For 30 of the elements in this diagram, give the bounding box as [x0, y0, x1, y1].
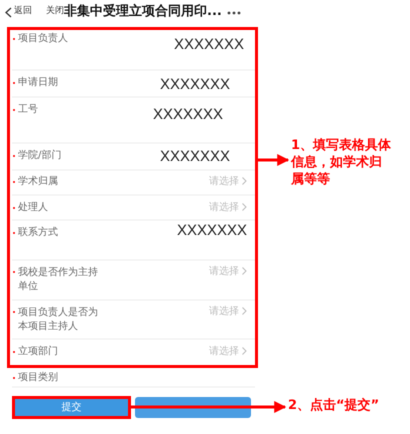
- field-value: XXXXXXX: [160, 76, 230, 95]
- field-value: XXXXXXX: [174, 36, 244, 55]
- field-label: 学术归属: [13, 176, 58, 188]
- field-label: 项目类别: [13, 372, 58, 384]
- field-label: 项目负责人: [13, 33, 68, 46]
- highlight-frame: [7, 27, 258, 368]
- annotation-text: 1、填写表格具体信息，如学术归属等等: [291, 138, 393, 186]
- field-label: 立项部门: [13, 346, 58, 358]
- select-field: 请选择: [209, 202, 247, 214]
- select-field: 请选择: [209, 306, 247, 318]
- field-value: XXXXXXX: [160, 148, 230, 167]
- field-label: 我校是否作为主持单位: [13, 266, 106, 293]
- select-field: 请选择: [209, 346, 247, 358]
- select-field: 请选择: [209, 266, 247, 278]
- field-label: 联系方式: [13, 227, 58, 240]
- field-label: 学院/部门: [13, 150, 62, 162]
- page-title: 非集中受理立项合同用印...: [64, 4, 222, 20]
- field-value: XXXXXXX: [153, 106, 224, 125]
- header-link: 返回: [14, 6, 32, 18]
- select-field: 请选择: [209, 176, 247, 188]
- field-label: 申请日期: [13, 77, 58, 90]
- header-link: 关闭: [46, 6, 64, 18]
- field-label: 工号: [13, 104, 38, 116]
- field-label: 处理人: [13, 202, 48, 214]
- submit-button: 提交: [12, 396, 131, 419]
- arrow: [258, 154, 290, 166]
- annotation-text: 2、点击“提交”: [288, 398, 398, 416]
- arrow: [131, 401, 286, 413]
- field-label: 项目负责人是否为本项目主持人: [13, 306, 106, 333]
- field-value: XXXXXXX: [177, 222, 248, 241]
